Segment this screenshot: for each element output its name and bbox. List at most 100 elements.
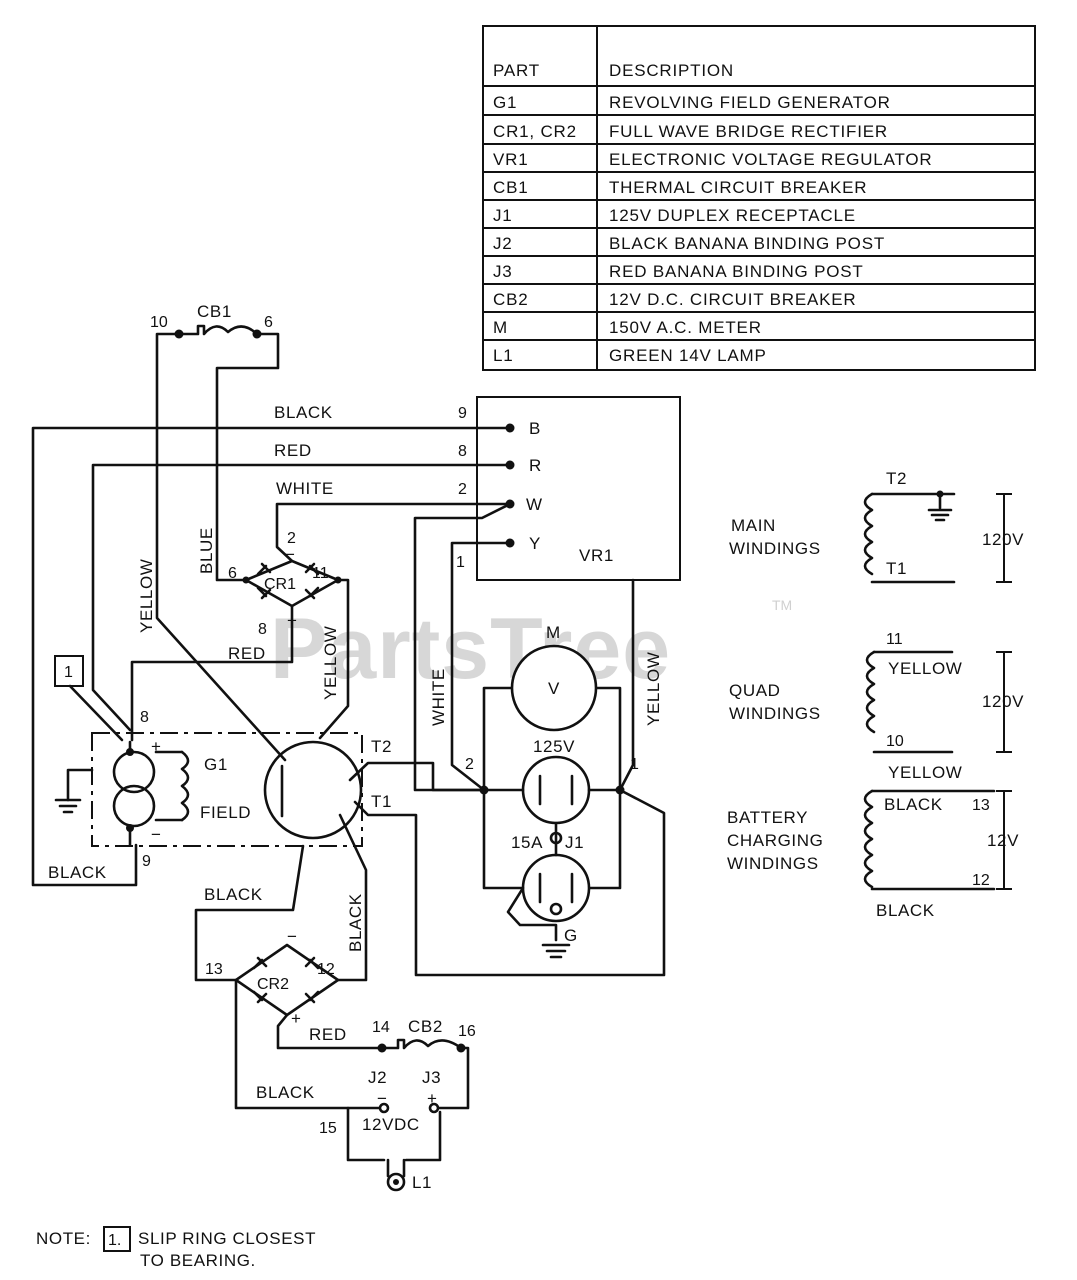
- vr1-label: VR1: [579, 546, 614, 565]
- j3-label: J3: [422, 1068, 441, 1087]
- table-cell-description: GREEN 14V LAMP: [609, 346, 767, 365]
- cr2-terminal-13: 13: [205, 961, 223, 978]
- battery-charging-windings: BATTERY CHARGING WINDINGS BLACK 13 12 BL…: [727, 789, 1019, 920]
- table-cell-part: J3: [493, 262, 513, 281]
- wire-label-yellow-right: YELLOW: [644, 652, 663, 726]
- table-cell-part: M: [493, 318, 508, 337]
- quad-windings-title-1: QUAD: [729, 681, 781, 700]
- table-cell-description: REVOLVING FIELD GENERATOR: [609, 93, 891, 112]
- battery-windings-title-2: CHARGING: [727, 831, 823, 850]
- cr2-minus: −: [287, 927, 298, 946]
- terminal-9: 9: [458, 405, 467, 422]
- note-line-2: TO BEARING.: [140, 1251, 256, 1270]
- table-header-description: DESCRIPTION: [609, 61, 734, 80]
- slip-ring-callout: 1: [54, 655, 124, 742]
- table-cell-description: 150V A.C. METER: [609, 318, 762, 337]
- receptacle-125v: 125V: [533, 737, 575, 756]
- battery-windings-voltage: 12V: [987, 831, 1019, 850]
- g1-terminal-9: 9: [142, 853, 151, 870]
- table-cell-part: J1: [493, 206, 513, 225]
- cr2-terminal-12: 12: [317, 961, 335, 978]
- cb1-terminal-10: 10: [150, 314, 168, 331]
- quad-windings-bottom-num: 10: [886, 733, 904, 750]
- battery-windings-top-num: 13: [972, 797, 990, 814]
- quad-windings-bottom-color: YELLOW: [888, 763, 962, 782]
- g1-field-label: FIELD: [200, 803, 251, 822]
- cr1-minus: −: [285, 545, 296, 564]
- terminal-1-receptacle: 1: [630, 756, 639, 773]
- battery-windings-bottom-color: BLACK: [876, 901, 935, 920]
- table-cell-part: G1: [493, 93, 517, 112]
- binding-posts: J2 J3 − + 15 12VDC L1: [319, 1068, 442, 1192]
- ground-icon: [54, 768, 94, 814]
- meter-and-receptacle: M V 2 1 125V 15A J1 G: [465, 623, 639, 959]
- quad-windings: QUAD WINDINGS 11 YELLOW 10 YELLOW 120V: [729, 631, 1024, 782]
- wire-label-yellow: YELLOW: [137, 559, 156, 633]
- j2-minus: −: [377, 1089, 388, 1108]
- terminal-2: 2: [458, 481, 467, 498]
- cr2-bridge-rectifier: CR2 13 12 − +: [205, 927, 340, 1028]
- table-cell-description: BLACK BANANA BINDING POST: [609, 234, 885, 253]
- watermark: PartsTree: [270, 601, 671, 697]
- vr1-terminal-y: Y: [529, 534, 541, 553]
- wire-label-red-cr1: RED: [228, 644, 266, 663]
- table-cell-description: 12V D.C. CIRCUIT BREAKER: [609, 290, 857, 309]
- note-box: 1.: [108, 1232, 121, 1249]
- cb2-terminal-16: 16: [458, 1023, 476, 1040]
- note-line-1: SLIP RING CLOSEST: [138, 1229, 316, 1248]
- table-cell-part: VR1: [493, 150, 528, 169]
- watermark-tm: TM: [772, 597, 792, 613]
- terminal-2-receptacle: 2: [465, 756, 474, 773]
- wire-label-red: RED: [274, 441, 312, 460]
- wire-label-black-vertical: BLACK: [346, 893, 365, 952]
- cr2-label: CR2: [257, 976, 289, 993]
- meter-v-label: V: [548, 679, 560, 698]
- t2-label: T2: [371, 737, 392, 756]
- cb2-terminal-14: 14: [372, 1019, 390, 1036]
- note-prefix: NOTE:: [36, 1229, 91, 1248]
- parts-table: PART DESCRIPTION G1 REVOLVING FIELD GENE…: [482, 25, 1036, 371]
- main-windings-t1: T1: [886, 559, 907, 578]
- wire-label-blue: BLUE: [197, 527, 216, 574]
- table-cell-part: CR1, CR2: [493, 122, 577, 141]
- table-cell-description: THERMAL CIRCUIT BREAKER: [609, 178, 867, 197]
- vr1-terminal-w: W: [526, 495, 543, 514]
- table-cell-part: CB2: [493, 290, 528, 309]
- cb1-breaker: 10 CB1 6: [150, 302, 273, 339]
- terminal-15: 15: [319, 1120, 337, 1137]
- footnote: NOTE: 1. SLIP RING CLOSEST TO BEARING.: [36, 1226, 316, 1270]
- cb1-label: CB1: [197, 302, 232, 321]
- receptacle-j1: J1: [565, 833, 584, 852]
- g1-terminal-8: 8: [140, 709, 149, 726]
- table-cell-description: RED BANANA BINDING POST: [609, 262, 864, 281]
- battery-windings-title-1: BATTERY: [727, 808, 808, 827]
- vr1-regulator: B R W Y VR1: [476, 396, 681, 581]
- terminal-1-top: 1: [456, 554, 465, 571]
- g1-generator: 8 + − G1 FIELD 9: [91, 709, 363, 870]
- main-windings-title-2: WINDINGS: [729, 539, 821, 558]
- cr1-terminal-2: 2: [287, 530, 296, 547]
- wire-label-black-cr2: BLACK: [204, 885, 263, 904]
- cr1-terminal-6: 6: [228, 565, 237, 582]
- cr2-plus: +: [291, 1009, 302, 1028]
- g1-plus: +: [151, 737, 162, 756]
- battery-windings-top-color: BLACK: [884, 795, 943, 814]
- wire-label-white: WHITE: [276, 479, 334, 498]
- cr1-terminal-8: 8: [258, 621, 267, 638]
- cb2-breaker: 14 CB2 16: [372, 1017, 476, 1110]
- g1-label: G1: [204, 755, 228, 774]
- vr1-terminal-r: R: [529, 456, 542, 475]
- cb1-terminal-6: 6: [264, 314, 273, 331]
- main-windings: MAIN WINDINGS T2 T1 120V: [729, 469, 1024, 584]
- quad-windings-top-num: 11: [886, 631, 903, 648]
- main-windings-title-1: MAIN: [731, 516, 776, 535]
- wire-label-red-cr2: RED: [309, 1025, 347, 1044]
- wire-label-white-right: WHITE: [429, 668, 448, 726]
- table-cell-description: FULL WAVE BRIDGE RECTIFIER: [609, 122, 888, 141]
- receptacle-15a: 15A: [511, 833, 543, 852]
- cr1-label: CR1: [264, 576, 296, 593]
- terminal-8: 8: [458, 443, 467, 460]
- cr1-terminal-11: 11: [312, 565, 329, 582]
- lamp-l1: L1: [412, 1173, 432, 1192]
